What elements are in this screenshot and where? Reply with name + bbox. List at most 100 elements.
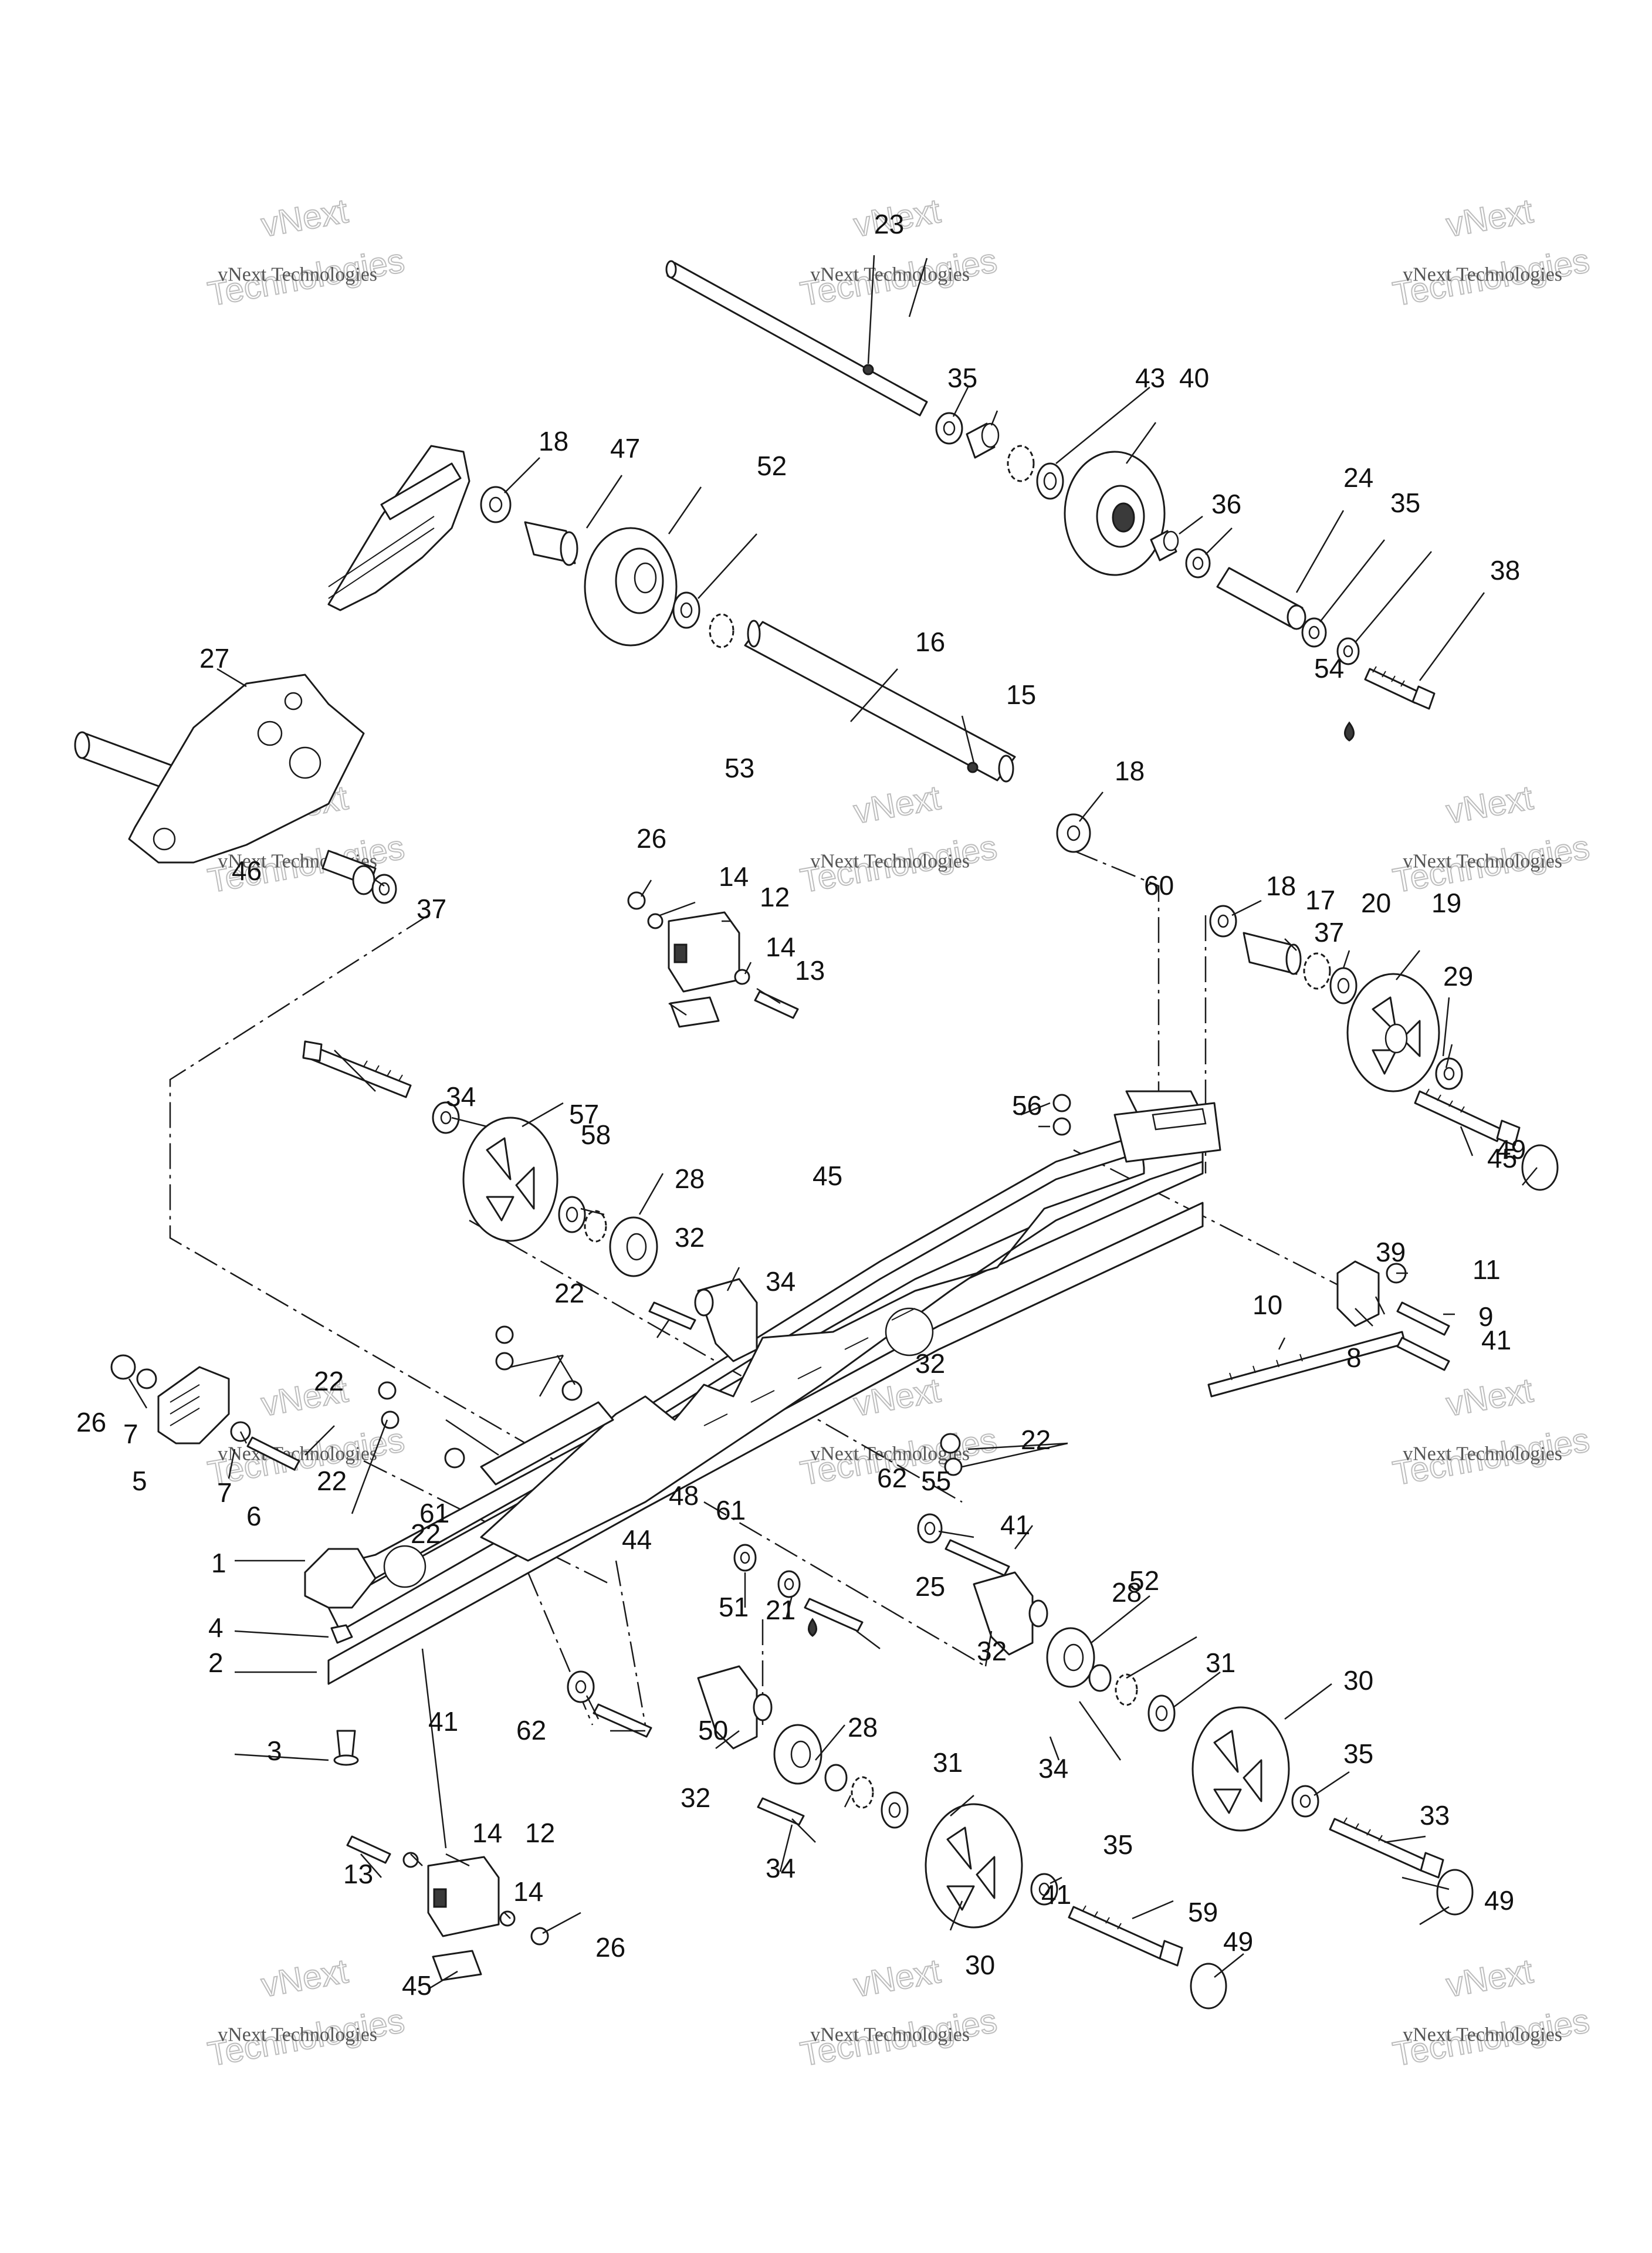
callout-label: 24 [1343, 462, 1373, 493]
callout-label: 54 [1314, 653, 1344, 684]
callout-label: 4 [208, 1612, 224, 1643]
callout-label: 39 [1376, 1237, 1406, 1267]
watermark-top: vNext [1443, 1371, 1535, 1424]
callout-label: 51 [719, 1592, 749, 1622]
watermark-middle: vNext Technologies [810, 264, 970, 286]
callout-label: 20 [1361, 888, 1391, 918]
rear-bracket-assembly [1052, 1094, 1450, 1398]
callout-label: 14 [472, 1818, 502, 1848]
callout-label: 32 [977, 1636, 1007, 1666]
watermark-middle: vNext Technologies [218, 2024, 377, 2046]
callout-label: 28 [1112, 1577, 1142, 1608]
watermark-top: vNext [258, 192, 350, 245]
callout-label: 40 [1179, 363, 1209, 393]
callout-label: 55 [921, 1466, 951, 1496]
rail-frame [304, 1090, 1221, 1766]
callout-label: 11 [1472, 1254, 1501, 1285]
watermark-top: vNext [1443, 192, 1535, 245]
callout-label: 62 [877, 1463, 907, 1493]
callout-label: 12 [525, 1818, 555, 1848]
callout-label: 45 [1487, 1143, 1517, 1173]
callout-label: 35 [1390, 488, 1420, 518]
callout-label: 7 [217, 1477, 232, 1508]
callout-label: 38 [1490, 555, 1520, 586]
callout-label: 14 [766, 932, 795, 962]
callout-label: 17 [1305, 885, 1335, 915]
callout-label: 62 [516, 1715, 546, 1745]
front-bumper-assembly [110, 1354, 300, 1471]
callout-label: 60 [1144, 870, 1174, 901]
callout-label: 13 [795, 955, 825, 986]
callout-label: 26 [76, 1407, 106, 1437]
watermark-top: vNext [258, 1952, 350, 2005]
lower-left-wheel-assembly [757, 1724, 1227, 2010]
watermark-top: vNext [851, 779, 943, 831]
callout-label: 30 [1343, 1665, 1373, 1696]
callout-label: 16 [915, 627, 945, 657]
watermark-top: vNext [1443, 1952, 1535, 2005]
watermark-middle: vNext Technologies [810, 851, 970, 872]
callout-label: 22 [317, 1466, 347, 1496]
callout-label: 36 [1211, 489, 1241, 519]
callout-label: 18 [1266, 871, 1296, 901]
callout-label: 1 [211, 1548, 226, 1578]
callout-label: 30 [965, 1950, 995, 1980]
watermark-middle: vNext Technologies [1403, 851, 1562, 872]
callout-label: 49 [1484, 1885, 1514, 1916]
callout-label: 44 [622, 1524, 652, 1555]
callout-label: 8 [1346, 1342, 1362, 1373]
callout-label: 31 [933, 1747, 963, 1778]
callout-label: 29 [1443, 961, 1473, 992]
callout-label: 35 [1343, 1738, 1373, 1769]
callout-label: 53 [725, 753, 754, 783]
callout-label: 31 [1206, 1648, 1235, 1678]
callout-label: 9 [1478, 1301, 1494, 1332]
callout-label: 21 [766, 1595, 795, 1625]
watermark-middle: vNext Technologies [1403, 1443, 1562, 1465]
callout-label: 41 [1041, 1879, 1071, 1910]
callout-label: 22 [554, 1278, 584, 1308]
callout-label: 15 [1006, 679, 1036, 710]
watermark-middle: vNext Technologies [1403, 264, 1562, 286]
upper-idler-assembly [665, 260, 1436, 742]
callout-label: 5 [132, 1466, 147, 1496]
callout-label: 59 [1188, 1897, 1218, 1927]
callout-label: 61 [716, 1495, 746, 1525]
callout-label: 37 [417, 894, 446, 924]
middle-wheel-assembly [302, 1040, 658, 1277]
front-arm-assembly [74, 674, 397, 904]
watermark-top: vNext [1443, 779, 1535, 831]
watermark-middle: vNext Technologies [218, 264, 377, 286]
callout-label: 48 [669, 1480, 699, 1511]
stopper-block-upper [627, 891, 799, 1028]
callout-label: 6 [246, 1501, 262, 1531]
callout-label: 28 [675, 1163, 705, 1194]
callout-label: 14 [513, 1876, 543, 1907]
middle-hardware [378, 1301, 1010, 1738]
callout-label: 34 [766, 1266, 795, 1297]
callout-label: 32 [675, 1222, 705, 1253]
callout-label: 34 [766, 1853, 795, 1883]
callout-label: 14 [719, 861, 749, 892]
callout-label: 34 [446, 1081, 476, 1112]
rear-wheel-assembly [1209, 905, 1559, 1191]
callout-label: 19 [1431, 888, 1461, 918]
callout-label: 58 [581, 1119, 611, 1150]
callout-label: 52 [757, 451, 787, 481]
lower-right-wheel-assembly [1046, 1627, 1474, 1916]
callout-label: 18 [1115, 756, 1145, 786]
callout-label: 50 [698, 1715, 728, 1745]
callout-label: 41 [428, 1706, 458, 1737]
callout-label: 37 [1314, 917, 1344, 948]
callout-label: 32 [915, 1348, 945, 1379]
callout-label: 34 [1038, 1753, 1068, 1784]
callout-label: 56 [1012, 1090, 1042, 1121]
callout-label: 43 [1135, 363, 1165, 393]
upper-left-wheel-assembly [327, 445, 1091, 853]
callout-label: 27 [199, 643, 229, 674]
